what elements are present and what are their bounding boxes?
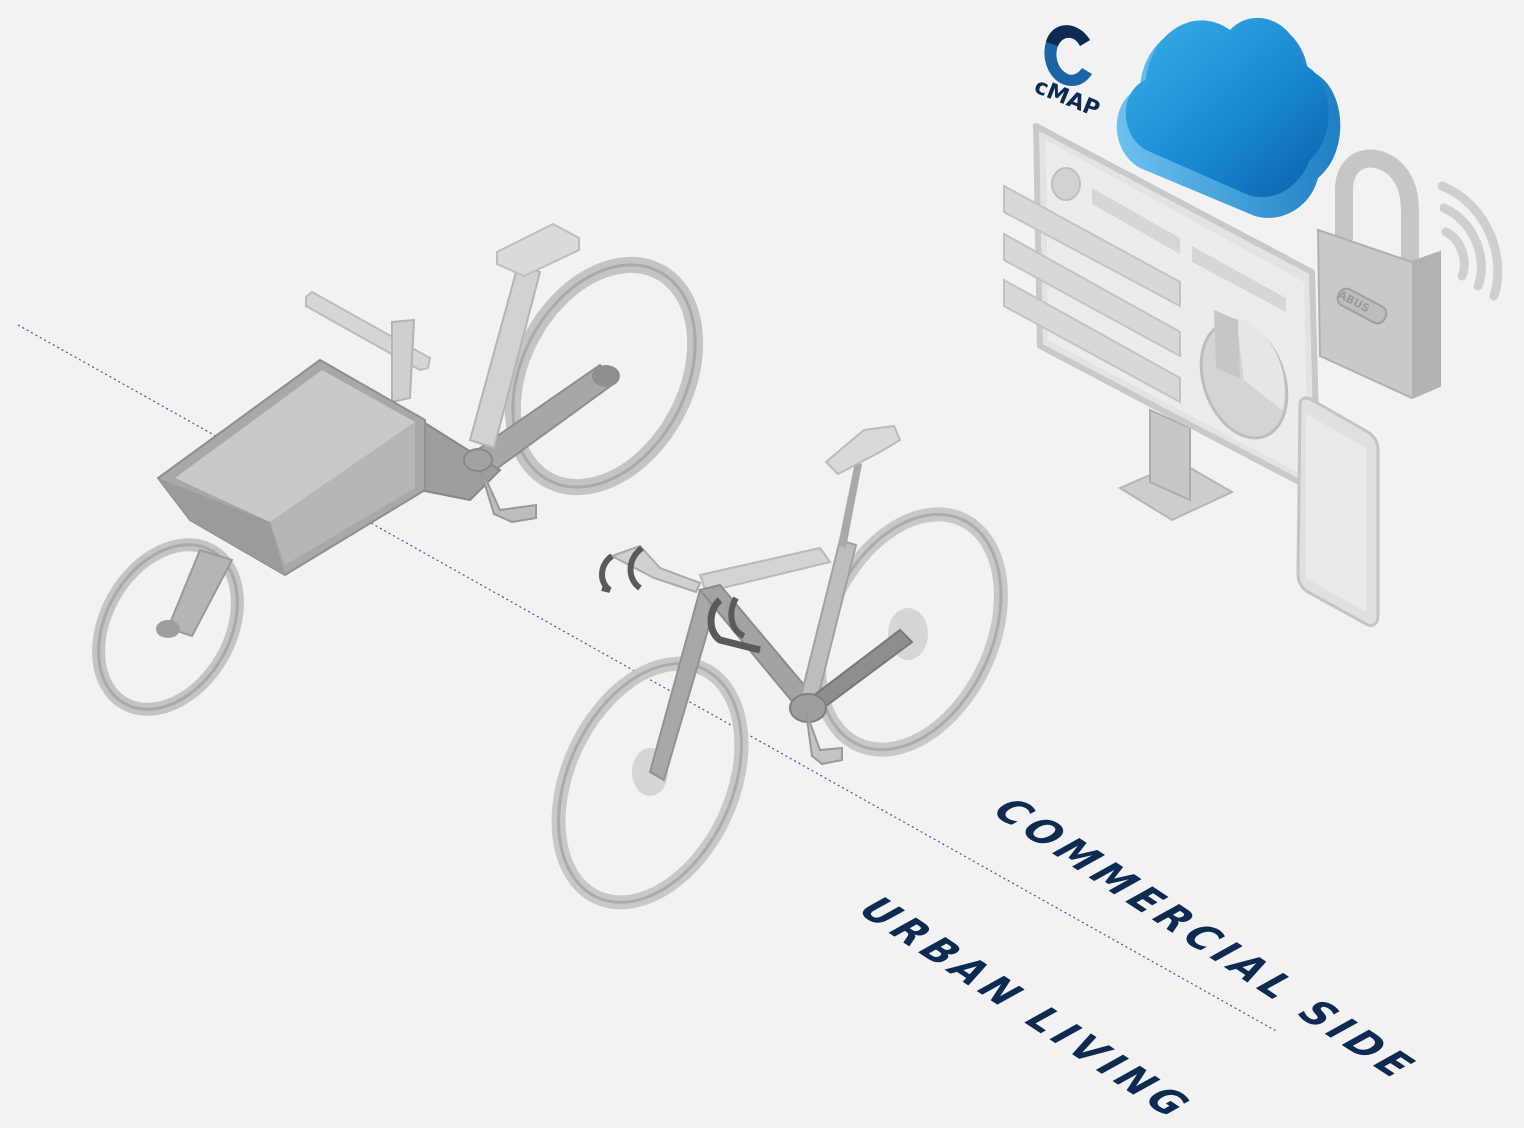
smartphone-icon [1298,398,1378,626]
cargo-bike-icon [70,224,731,734]
road-bike-icon [522,426,1036,932]
padlock-icon [1318,159,1440,398]
cmap-logo-icon [1044,25,1092,86]
wireless-signal-icon [1442,186,1498,296]
illustration-scene [0,0,1524,1077]
